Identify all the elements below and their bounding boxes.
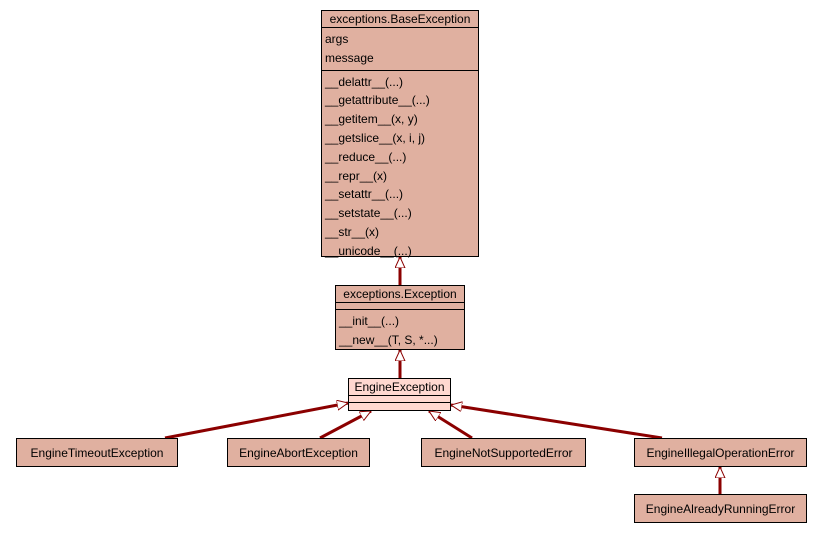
- class-name: exceptions.Exception: [336, 286, 464, 303]
- method: __str__(x): [325, 224, 380, 239]
- class-name: EngineAlreadyRunningError: [645, 501, 796, 516]
- method: __new__(T, S, *...): [339, 332, 438, 347]
- class-exception[interactable]: exceptions.Exception __init__(...) __new…: [335, 285, 465, 350]
- method: __setstate__(...): [325, 206, 412, 221]
- class-base-exception[interactable]: exceptions.BaseException args message __…: [321, 10, 479, 258]
- class-engine-timeout-exception[interactable]: EngineTimeoutException: [16, 438, 178, 467]
- edge-illegal-to-engine: [451, 405, 663, 440]
- method: __init__(...): [339, 314, 400, 328]
- attributes-section: [336, 303, 464, 310]
- edge-notsupported-to-engine: [429, 409, 473, 440]
- methods-section: [349, 403, 450, 410]
- method: __unicode__(...): [325, 243, 412, 258]
- class-engine-already-running-error[interactable]: EngineAlreadyRunningError: [634, 494, 807, 523]
- class-name: EngineIllegalOperationError: [646, 445, 795, 460]
- class-name: EngineNotSupportedError: [434, 445, 573, 460]
- attribute: message: [325, 50, 374, 65]
- class-engine-illegal-operation-error[interactable]: EngineIllegalOperationError: [634, 438, 807, 467]
- class-engine-exception[interactable]: EngineException: [348, 378, 451, 411]
- class-name: exceptions.BaseException: [322, 11, 478, 28]
- attribute: args: [325, 32, 349, 46]
- class-name: EngineTimeoutException: [30, 445, 164, 460]
- class-engine-abort-exception[interactable]: EngineAbortException: [227, 438, 370, 467]
- edge-timeout-to-engine: [164, 403, 348, 440]
- attributes-section: args message: [322, 28, 478, 71]
- class-engine-not-supported-error[interactable]: EngineNotSupportedError: [421, 438, 586, 467]
- method: __getitem__(x, y): [325, 112, 418, 127]
- class-name: EngineAbortException: [239, 445, 358, 460]
- method: __setattr__(...): [325, 187, 404, 202]
- method: __repr__(x): [325, 168, 388, 183]
- method: __getattribute__(...): [325, 93, 430, 108]
- attributes-section: [349, 396, 450, 403]
- method: __getslice__(x, i, j): [325, 130, 426, 145]
- methods-section: __delattr__(...) __getattribute__(...) _…: [322, 71, 478, 263]
- methods-section: __init__(...) __new__(T, S, *...): [336, 310, 464, 352]
- method: __delattr__(...): [325, 74, 404, 89]
- class-name: EngineException: [349, 379, 450, 396]
- edge-abort-to-engine: [319, 409, 371, 440]
- method: __reduce__(...): [325, 149, 407, 164]
